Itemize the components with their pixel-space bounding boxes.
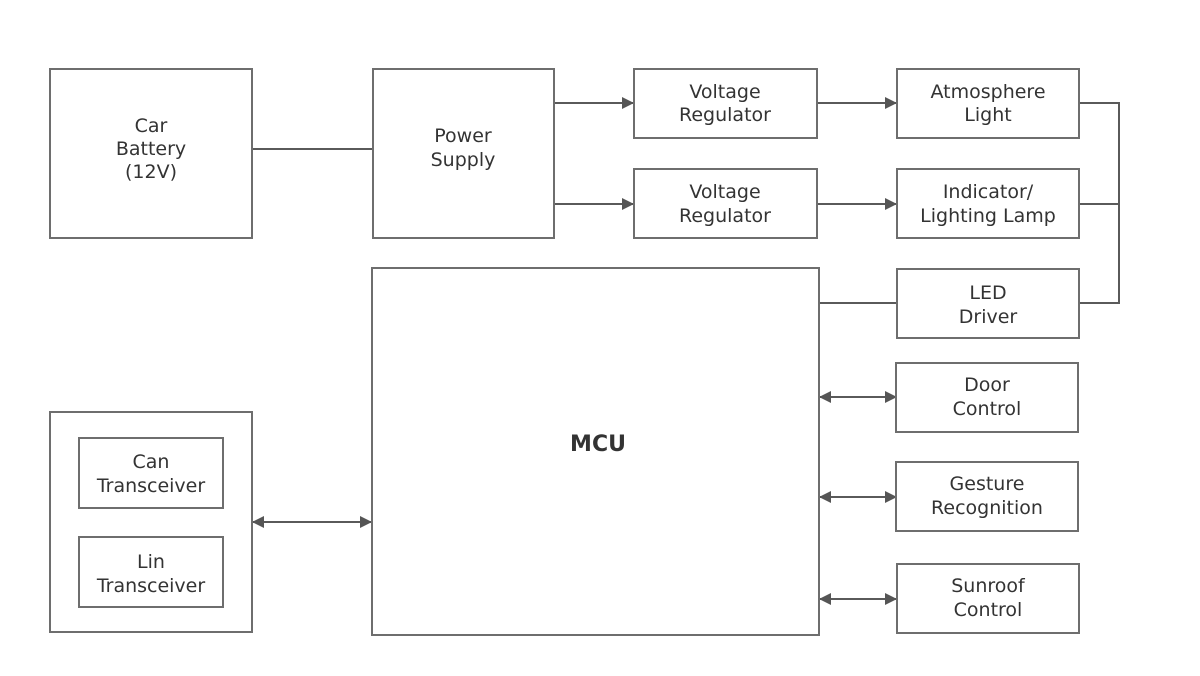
vreg2-label-1: Voltage — [689, 181, 760, 203]
block-indicator-lamp: Indicator/ Lighting Lamp — [896, 168, 1080, 239]
block-lin-transceiver: Lin Transceiver — [78, 536, 224, 608]
block-car-battery: Car Battery (12V) — [49, 68, 253, 239]
power-supply-label-2: Supply — [431, 149, 496, 171]
block-mcu: MCU — [371, 267, 820, 636]
vreg1-label-2: Regulator — [679, 104, 771, 126]
block-voltage-regulator-2: Voltage Regulator — [633, 168, 818, 239]
block-sunroof-control: Sunroof Control — [896, 563, 1080, 634]
block-voltage-regulator-1: Voltage Regulator — [633, 68, 818, 139]
can-transceiver-label-1: Can — [133, 451, 170, 473]
block-power-supply: Power Supply — [372, 68, 555, 239]
block-atmosphere-light: Atmosphere Light — [896, 68, 1080, 139]
can-transceiver-label-2: Transceiver — [96, 475, 206, 497]
mcu-label: MCU — [570, 432, 626, 457]
door-control-label-1: Door — [964, 374, 1010, 396]
lin-transceiver-label-2: Transceiver — [96, 575, 206, 597]
power-supply-label-1: Power — [434, 125, 492, 147]
block-led-driver: LED Driver — [896, 268, 1080, 339]
sunroof-control-label-1: Sunroof — [951, 575, 1026, 597]
car-battery-label-2: Battery — [116, 138, 186, 160]
atmosphere-light-label-1: Atmosphere — [930, 81, 1045, 103]
gesture-recognition-label-2: Recognition — [931, 497, 1043, 519]
gesture-recognition-label-1: Gesture — [950, 473, 1025, 495]
block-gesture-recognition: Gesture Recognition — [895, 461, 1079, 532]
connections — [252, 97, 1120, 605]
indicator-lamp-label-1: Indicator/ — [943, 181, 1034, 203]
sunroof-control-label-2: Control — [954, 599, 1023, 621]
led-driver-label-1: LED — [969, 282, 1006, 304]
atmosphere-light-label-2: Light — [964, 104, 1011, 126]
block-transceivers: Can Transceiver Lin Transceiver — [49, 411, 253, 633]
car-battery-label-1: Car — [135, 115, 168, 137]
vreg2-label-2: Regulator — [679, 205, 771, 227]
car-battery-label-3: (12V) — [125, 161, 177, 183]
vreg1-label-1: Voltage — [689, 81, 760, 103]
block-can-transceiver: Can Transceiver — [78, 437, 224, 509]
led-driver-label-2: Driver — [959, 306, 1018, 328]
lin-transceiver-label-1: Lin — [137, 551, 165, 573]
block-door-control: Door Control — [895, 362, 1079, 433]
door-control-label-2: Control — [953, 398, 1022, 420]
indicator-lamp-label-2: Lighting Lamp — [920, 205, 1056, 227]
